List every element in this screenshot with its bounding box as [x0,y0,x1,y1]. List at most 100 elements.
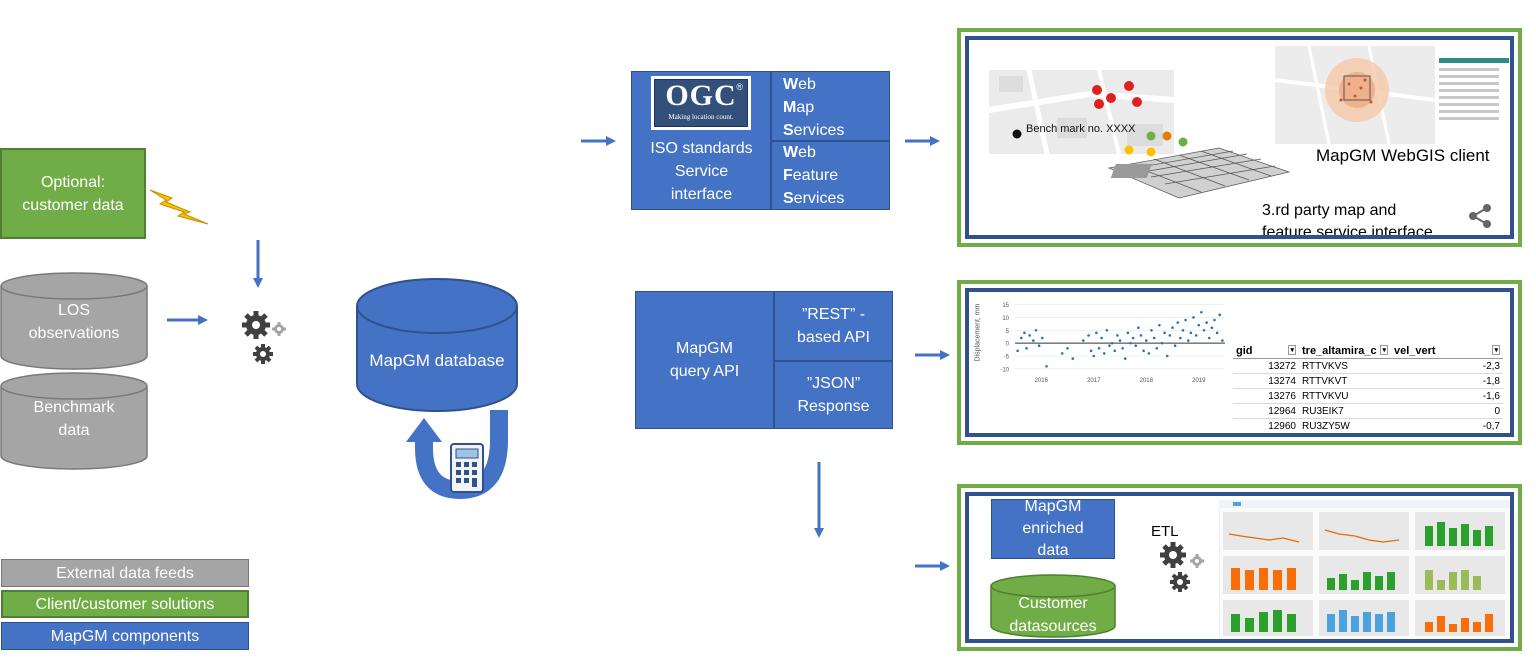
rest-api-label: ”REST” - based API [797,305,870,346]
scatter-point [1121,346,1124,350]
query-api-label: MapGM query API [669,340,740,380]
third-party-label: 3.rd party map and feature service inter… [1262,202,1433,235]
table-cell: 13272 [1233,358,1299,374]
iso-service-interface-label: ISO standards Service interface [650,139,753,203]
scatter-point [1152,336,1156,340]
scatter-point [1210,326,1214,330]
y-tick-label: 15 [1002,303,1009,309]
ogc-logo: OGC ® Making location count. [651,76,751,130]
scatter-point [1200,310,1203,314]
scatter-point [1176,321,1180,324]
scatter-point [1144,339,1148,342]
scatter-point [1158,323,1161,327]
optional-customer-data-box: Optional: customer data [0,148,146,239]
x-tick-label: 2019 [1192,378,1206,384]
scatter-point [1150,328,1153,332]
benchmark-data-label: Benchmark data [33,399,115,439]
web-feature-services-label: Web Feature Services [783,144,845,207]
scatter-point [1071,357,1075,360]
scatter-point [1095,331,1098,335]
header-tre-altamira: tre_altamira_c [1302,345,1377,357]
scatter-point [1023,331,1026,335]
scatter-point [1028,334,1031,337]
scatter-point [1163,331,1166,335]
scatter-point [1105,328,1109,332]
scatter-point [1118,339,1122,342]
table-cell: RU3ZY5W [1299,418,1391,433]
y-tick-label: 5 [1006,329,1010,335]
scatter-point [1221,339,1224,342]
table-cell: 13274 [1233,373,1299,389]
grid-surface [1107,147,1291,199]
scatter-point [1037,344,1041,348]
scatter-point [1179,336,1182,340]
scatter-point [1181,328,1185,332]
table-cell: RU3EIK7 [1299,403,1391,419]
scatter-point [1100,336,1103,340]
customer-datasources-label: Customer datasources [1009,595,1097,635]
scatter-point [1131,336,1135,340]
header-vel-vert: vel_vert [1394,345,1436,357]
table-cell: 0 [1391,403,1503,419]
scatter-point [1025,346,1028,350]
x-tick-label: 2016 [1035,378,1049,384]
database-cylinder [356,278,518,412]
webgis-screenshot-tile [1274,45,1510,145]
filter-dropdown-icon[interactable]: ▾ [1380,345,1388,355]
etl-gears-icon [1160,542,1204,592]
scatter-point [1041,336,1044,340]
scatter-point [1155,346,1159,350]
scatter-point [1171,326,1174,330]
scatter-point [1032,339,1035,342]
enriched-data-box: MapGM enriched data [991,498,1115,559]
query-divider-horizontal [773,360,893,362]
scatter-point [1110,341,1114,345]
scatter-point [1213,318,1216,322]
scatter-point [1202,328,1206,332]
table-cell: 12962 [1233,434,1299,438]
table-cell: -0,7 [1391,418,1503,433]
map-tile-left [988,69,1188,157]
y-tick-label: -5 [1004,355,1010,361]
scatter-point [1020,336,1023,340]
calculator-icon [450,443,484,493]
table-cell: 12964 [1233,403,1299,419]
scatter-point [1123,357,1127,360]
scatter-point [1215,331,1219,335]
filter-dropdown-icon[interactable]: ▾ [1288,345,1296,355]
scatter-point [1126,331,1130,335]
scatter-point [1016,349,1019,353]
etl-label: ETL [1151,523,1179,540]
scatter-point [1089,349,1093,353]
scatter-point [1060,352,1064,355]
dashboard-thumbnail [1219,500,1510,639]
scatter-point [1194,334,1198,337]
scatter-point [1197,323,1201,327]
ogc-logo-text: OGC [665,79,737,112]
scatter-point [1184,318,1187,322]
share-icon [1469,204,1491,228]
results-table-header: gid ▾ tre_altamira_c ▾ vel_vert ▾ [1233,344,1503,359]
scatter-point [1168,334,1172,337]
scatter-point [1139,334,1143,337]
scatter-point [1173,344,1177,348]
lightning-icon [149,189,209,225]
json-response-label: ”JSON” Response [797,375,870,415]
table-cell: RTTVKVU [1299,388,1391,404]
table-cell: 13276 [1233,388,1299,404]
web-map-services-label: Web Map Services [783,76,845,139]
y-tick-label: 0 [1006,342,1010,348]
table-cell: RTTVKVT [1299,373,1391,389]
legend-client-solutions: Client/customer solutions [1,590,249,618]
webgis-panel-inner: Bench mark no. XXXX MapGM WebGIS client … [965,36,1514,239]
filter-dropdown-icon[interactable]: ▾ [1492,345,1500,355]
benchmark-data-cylinder [0,372,148,470]
ogc-logo-tagline: Making location count. [668,113,734,121]
